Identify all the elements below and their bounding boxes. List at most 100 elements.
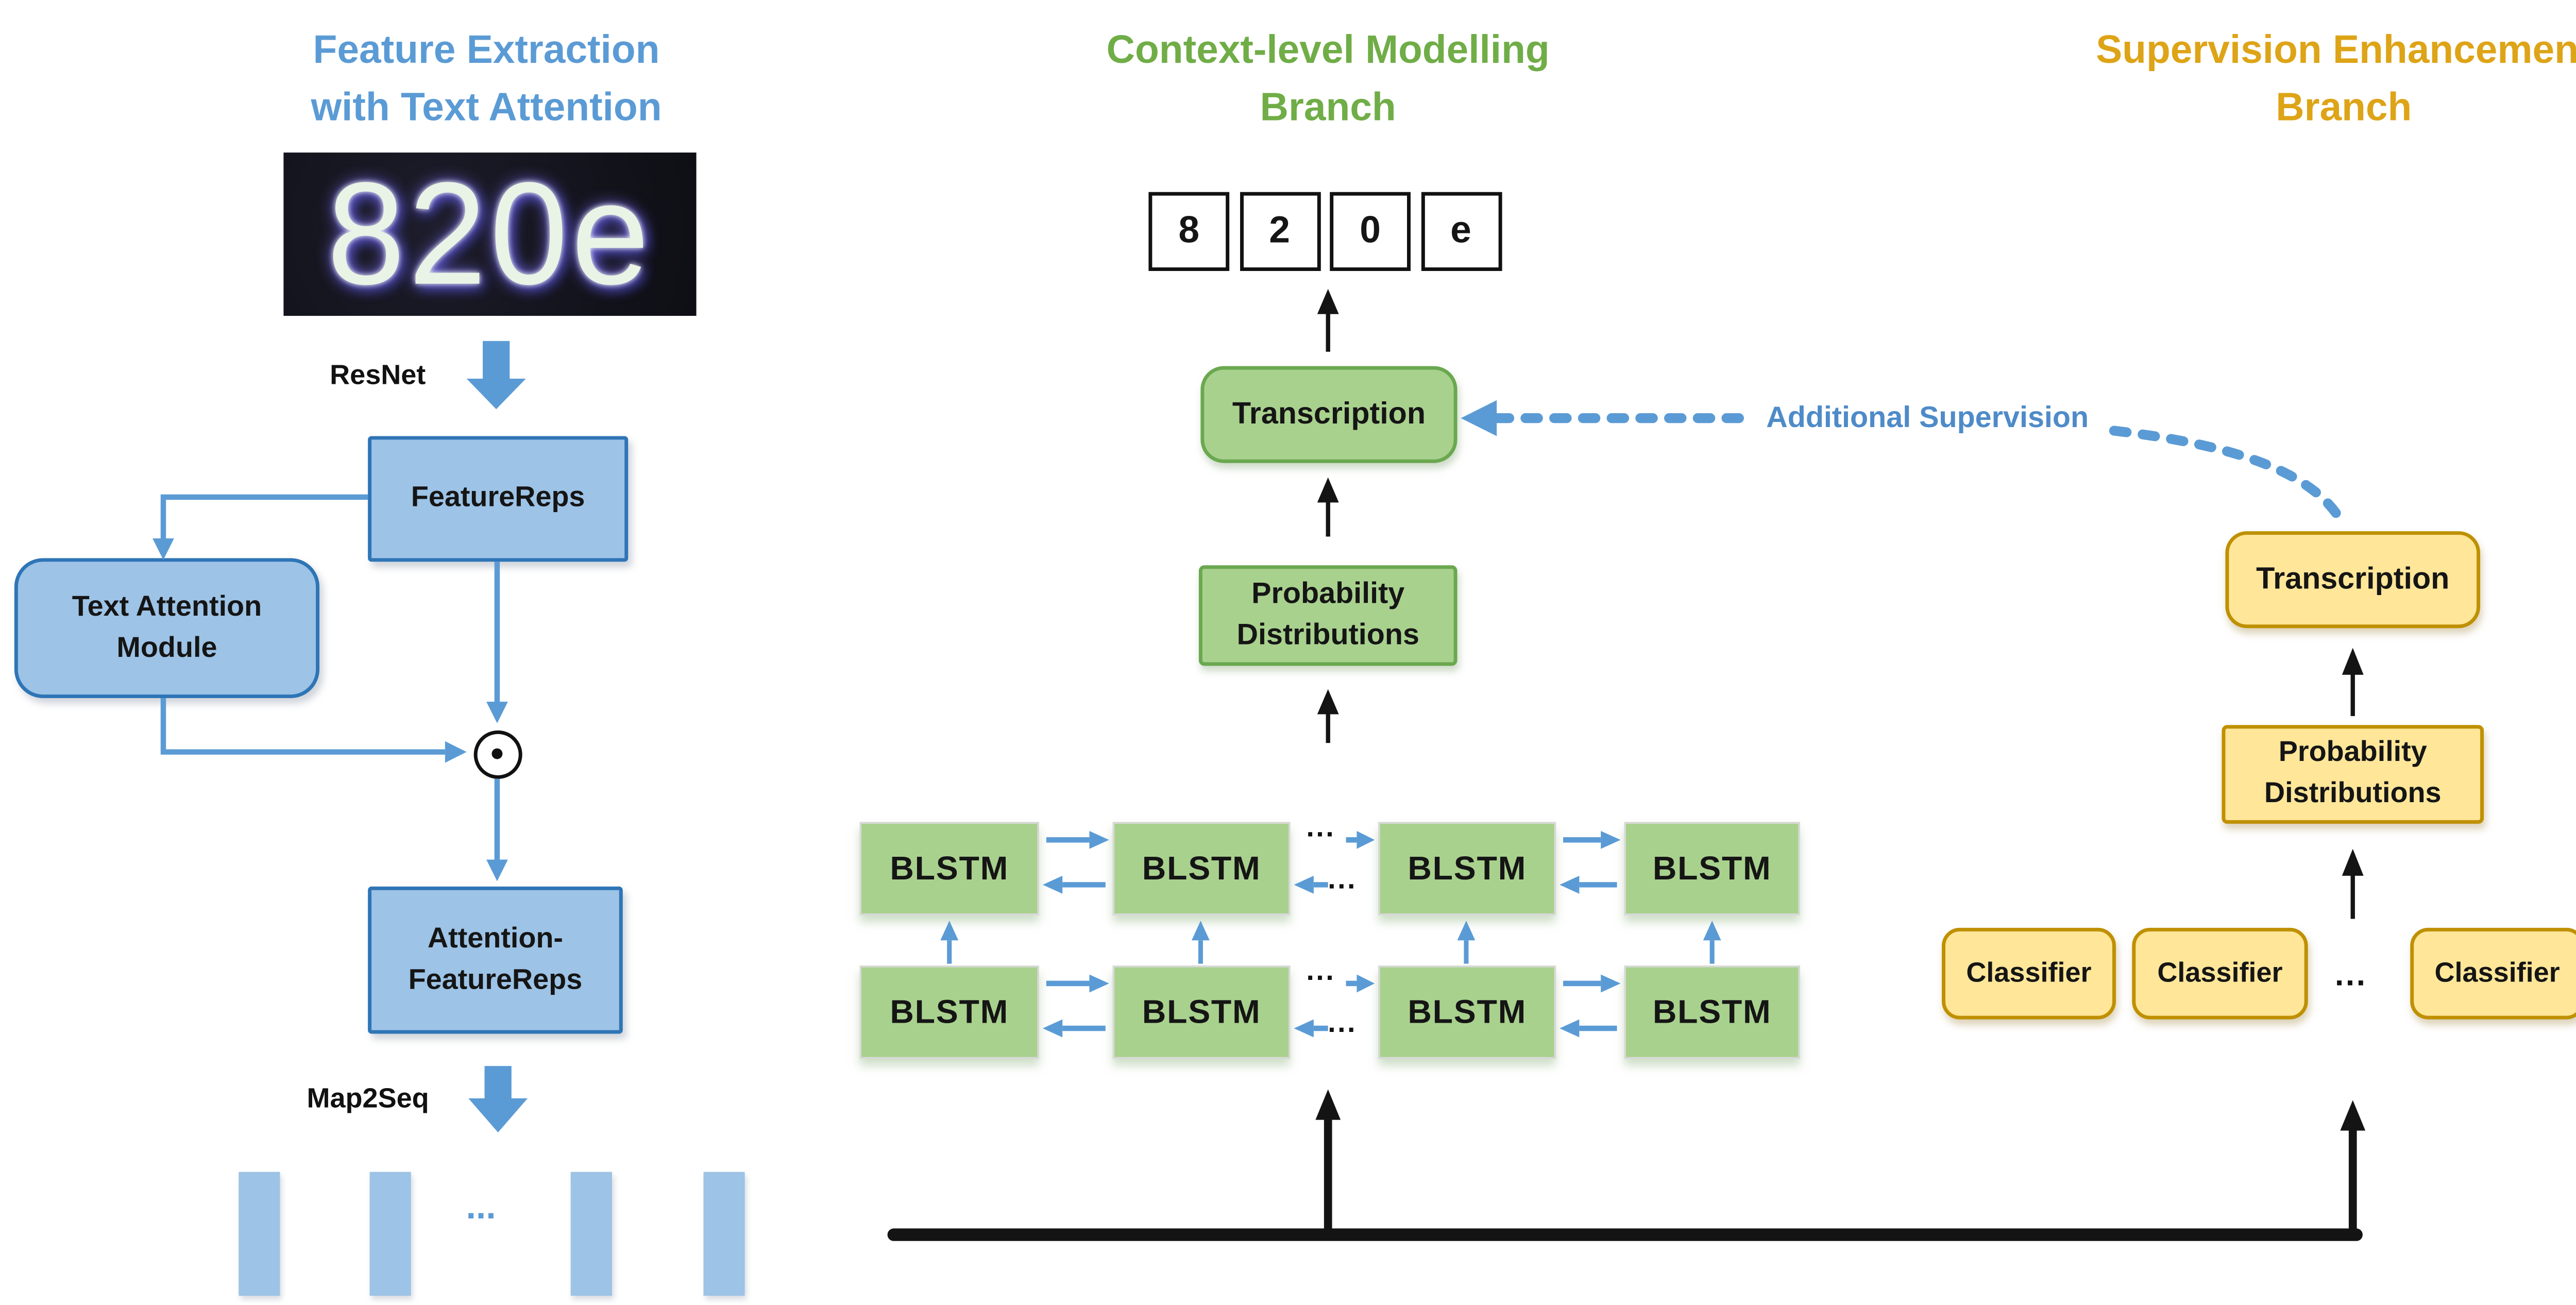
arrowhead-left-icon [1461, 400, 1497, 436]
classifier-box: Classifier [1942, 927, 2116, 1020]
classifier-box: Classifier [2132, 927, 2308, 1020]
arrowhead-right-icon [1357, 974, 1375, 993]
prob-dist-line1: Probability [2278, 738, 2427, 769]
right-branch-title-line2: Branch [2276, 84, 2412, 129]
connector-featurereps-to-tam [160, 494, 368, 539]
input-text-image-glyphs: 820e [327, 152, 653, 316]
resnet-label: ResNet [330, 361, 426, 392]
middle-branch-title-line2: Branch [1260, 84, 1396, 129]
left-branch-title-line1: Feature Extraction [313, 27, 660, 72]
blstm-label: BLSTM [890, 992, 1009, 1030]
arrowhead-left-icon [1560, 875, 1580, 894]
supervision-transcription-label: Transcription [2256, 562, 2450, 596]
arrowhead-up-icon [940, 920, 959, 941]
arrowhead-right-icon [1601, 831, 1621, 849]
arrowhead-up-icon [1317, 477, 1339, 503]
feature-reps-label: FeatureReps [411, 483, 585, 514]
left-branch-title: Feature Extraction with Text Attention [262, 22, 711, 137]
arrowhead-right-icon [1357, 831, 1375, 849]
arrowhead-down-icon [486, 702, 508, 723]
blstm-ellipsis-backward-top: ... [1328, 865, 1358, 896]
middle-branch-title: Context-level Modelling Branch [1104, 22, 1552, 137]
output-char: 2 [1269, 210, 1291, 251]
blstm-label: BLSTM [1652, 992, 1772, 1030]
arrowhead-left-icon [1560, 1019, 1580, 1038]
sequence-feature-bar [369, 1172, 411, 1296]
arrowhead-right-icon [1089, 831, 1109, 849]
output-char: e [1450, 210, 1471, 251]
arrowhead-down-icon [486, 859, 508, 882]
connector-tam-to-dotproduct [160, 698, 445, 755]
left-branch-title-line2: with Text Attention [311, 84, 662, 129]
ctc-transcription-box: Transcription [1200, 366, 1458, 463]
blstm-box: BLSTM [1378, 822, 1556, 916]
arrowhead-up-icon [1191, 920, 1210, 941]
blstm-box: BLSTM [859, 965, 1039, 1059]
blstm-box: BLSTM [1624, 965, 1800, 1059]
blstm-label: BLSTM [1142, 992, 1261, 1030]
blstm-box: BLSTM [859, 822, 1039, 916]
arrowhead-left-icon [1042, 1019, 1063, 1038]
map2seq-label: Map2Seq [307, 1083, 429, 1115]
right-branch-title: Supervision Enhancement Branch [2075, 22, 2576, 137]
blstm-ellipsis-forward-top: ... [1306, 812, 1336, 844]
sequence-feature-bar [239, 1172, 280, 1296]
blstm-label: BLSTM [1652, 849, 1772, 887]
output-char-cell: 8 [1148, 192, 1230, 271]
additional-supervision-label: Additional Supervision [1766, 402, 2089, 434]
blstm-box: BLSTM [1624, 822, 1800, 916]
blstm-label: BLSTM [890, 849, 1009, 887]
arrowhead-up-icon [1315, 1089, 1341, 1120]
text-attention-module-line2: Module [116, 633, 217, 664]
text-attention-module-box: Text Attention Module [14, 558, 320, 699]
supervision-probability-distributions-box: Probability Distributions [2222, 725, 2484, 824]
prob-dist-line2: Distributions [1236, 619, 1419, 652]
classifier-label: Classifier [2157, 957, 2283, 989]
arrowhead-right-icon [445, 741, 467, 763]
arrowhead-up-icon [1703, 920, 1721, 941]
blstm-ellipsis-forward-bottom: ... [1306, 956, 1336, 987]
text-attention-module-line1: Text Attention [72, 591, 262, 623]
arrowhead-right-icon [1089, 974, 1109, 993]
blstm-label: BLSTM [1408, 992, 1527, 1030]
middle-branch-title-line1: Context-level Modelling [1106, 27, 1550, 72]
feature-reps-box: FeatureReps [368, 436, 629, 562]
arrowhead-up-icon [1457, 920, 1476, 941]
output-char-cell: e [1420, 192, 1501, 271]
blstm-label: BLSTM [1142, 849, 1261, 887]
blstm-box: BLSTM [1378, 965, 1556, 1059]
attention-feature-reps-box: Attention- FeatureReps [368, 886, 623, 1034]
dot-product-icon [472, 730, 521, 778]
input-text-image: 820e [283, 152, 697, 316]
arrowhead-left-icon [1294, 1019, 1314, 1038]
output-char-cell: 0 [1330, 192, 1411, 271]
prob-dist-line2: Distributions [2264, 778, 2442, 809]
right-branch-title-line1: Supervision Enhancement [2096, 27, 2576, 72]
sequence-feature-bar [703, 1172, 745, 1296]
additional-supervision-dashed-curve [2109, 426, 2349, 531]
map2seq-fat-arrow-icon [468, 1066, 528, 1133]
arrowhead-left-icon [1042, 875, 1063, 894]
prob-dist-line1: Probability [1251, 578, 1405, 611]
output-char-cell: 2 [1239, 192, 1320, 271]
arrowhead-up-icon [2342, 648, 2364, 675]
arrowhead-up-icon [2340, 1100, 2366, 1131]
classifier-ellipsis: ... [2334, 956, 2367, 993]
blstm-box: BLSTM [1112, 965, 1291, 1059]
arrowhead-right-icon [1601, 974, 1621, 993]
supervision-transcription-box: Transcription [2225, 531, 2481, 629]
arrowhead-left-icon [1294, 875, 1314, 894]
blstm-box: BLSTM [1112, 822, 1291, 916]
arrowhead-up-icon [1317, 689, 1339, 715]
resnet-fat-arrow-icon [466, 341, 526, 410]
output-char: 8 [1178, 210, 1200, 251]
attention-feature-reps-line1: Attention- [427, 924, 563, 955]
output-char: 0 [1360, 210, 1381, 251]
blstm-ellipsis-backward-bottom: ... [1328, 1008, 1358, 1039]
attention-feature-reps-line2: FeatureReps [408, 965, 583, 996]
arrowhead-down-icon [152, 538, 174, 560]
sequence-feature-bar [570, 1172, 612, 1296]
classifier-box: Classifier [2410, 927, 2576, 1020]
classifier-label: Classifier [2434, 957, 2560, 989]
